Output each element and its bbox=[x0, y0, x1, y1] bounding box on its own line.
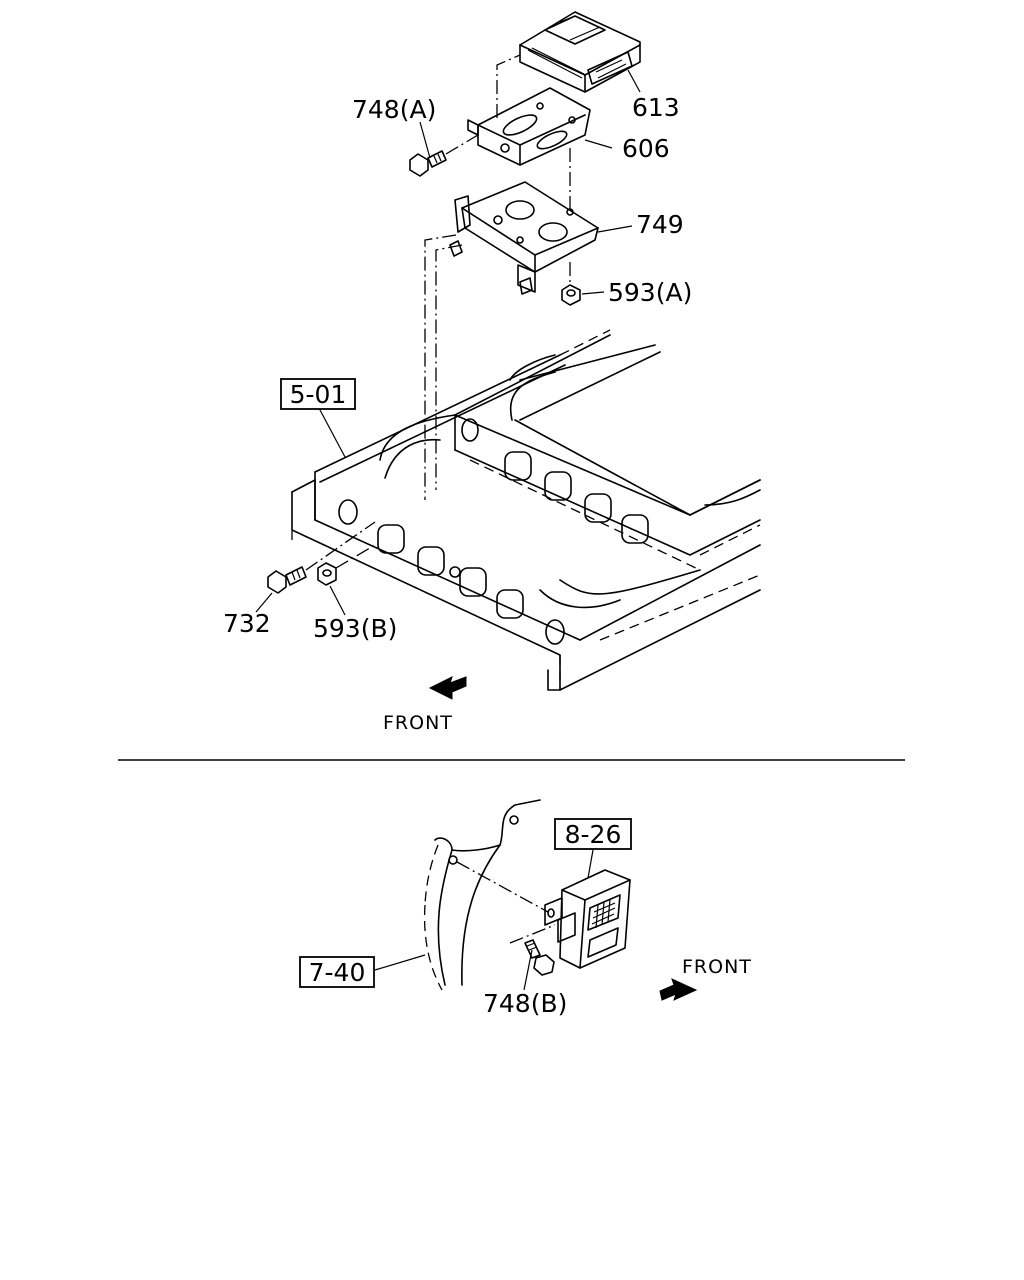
reference-box-8-26: 8-26 bbox=[554, 818, 632, 850]
label-593a: 593(A) bbox=[608, 278, 692, 307]
chassis-frame bbox=[291, 329, 761, 691]
assembly-line-748a bbox=[445, 134, 479, 155]
bolt-748b bbox=[524, 939, 555, 976]
leader-613 bbox=[627, 69, 641, 93]
nut-593a bbox=[561, 284, 581, 306]
leader-593b bbox=[329, 585, 346, 616]
label-593b: 593(B) bbox=[313, 614, 397, 643]
label-front-bottom: FRONT bbox=[682, 956, 752, 978]
nut-593b bbox=[317, 562, 337, 586]
bracket-606 bbox=[467, 87, 591, 166]
assembly-line-593b bbox=[335, 544, 376, 569]
leader-732 bbox=[255, 592, 273, 613]
label-613: 613 bbox=[632, 93, 680, 122]
label-748b: 748(B) bbox=[483, 989, 567, 1018]
leader-593a bbox=[581, 291, 605, 295]
leader-606 bbox=[584, 139, 613, 149]
assembly-line-frame-1 bbox=[424, 234, 457, 500]
leader-748b bbox=[523, 949, 533, 991]
stud-749 bbox=[449, 240, 533, 295]
leader-5-01 bbox=[319, 409, 346, 458]
leader-748a bbox=[419, 121, 431, 159]
leader-8-26 bbox=[587, 849, 594, 879]
assembly-line-ecu bbox=[496, 54, 521, 118]
assembly-line-748b bbox=[509, 924, 556, 944]
ecu-module-613 bbox=[519, 11, 641, 93]
module-8-26 bbox=[544, 869, 631, 969]
label-748a: 748(A) bbox=[352, 95, 436, 124]
reference-box-5-01: 5-01 bbox=[280, 378, 356, 410]
leader-749 bbox=[597, 225, 633, 233]
reference-box-7-40: 7-40 bbox=[299, 956, 375, 988]
front-arrow-icon bbox=[428, 676, 467, 700]
label-front-top: FRONT bbox=[383, 712, 453, 734]
label-749: 749 bbox=[636, 210, 684, 239]
bolt-748a bbox=[409, 150, 447, 177]
assembly-line-732 bbox=[305, 521, 376, 571]
ref-label-5-01: 5-01 bbox=[290, 380, 347, 409]
ref-label-7-40: 7-40 bbox=[309, 958, 366, 987]
label-732: 732 bbox=[223, 609, 271, 638]
cab-panel-7-40 bbox=[423, 799, 541, 991]
assembly-line-panel bbox=[456, 861, 549, 913]
assembly-line-frame-2 bbox=[435, 244, 463, 490]
bolt-732 bbox=[267, 566, 307, 594]
ref-label-8-26: 8-26 bbox=[565, 820, 622, 849]
bracket-749 bbox=[454, 181, 599, 293]
leader-7-40 bbox=[374, 954, 426, 971]
front-arrow-icon-bottom bbox=[659, 978, 698, 1001]
label-606: 606 bbox=[622, 134, 670, 163]
